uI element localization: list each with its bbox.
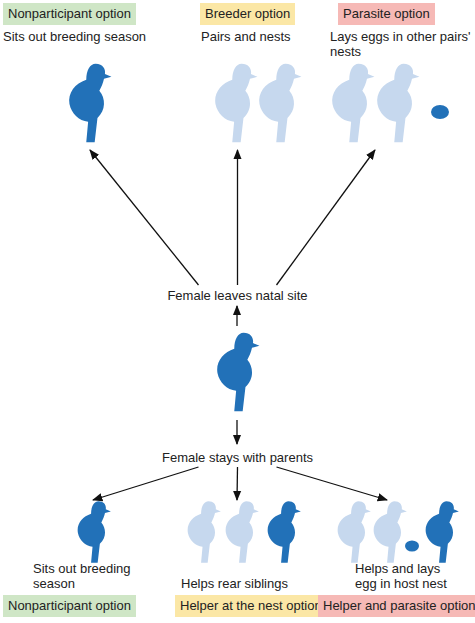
option-description: Helps and lays egg in host nest — [355, 561, 465, 591]
arrow — [236, 420, 237, 444]
female-bird — [69, 64, 111, 142]
option-panel: Sits out breeding seasonNonparticipant o… — [0, 500, 150, 623]
pair-bird — [259, 64, 301, 142]
decision-text: Female leaves natal site — [140, 285, 335, 305]
option-description: Helps rear siblings — [181, 576, 288, 591]
host-bird — [374, 501, 407, 563]
option-label: Nonparticipant option — [3, 3, 136, 25]
option-description: Sits out breeding season — [3, 29, 146, 44]
parent-bird — [188, 501, 221, 563]
step-text: Female stays with parents — [140, 450, 335, 465]
option-label: Helper at the nest option — [175, 595, 327, 617]
option-panel: Nonparticipant optionSits out breeding s… — [0, 0, 150, 150]
host-bird — [338, 501, 371, 563]
option-label: Parasite option — [338, 3, 435, 25]
arrow-connector — [277, 467, 388, 500]
pair-bird — [215, 64, 257, 142]
option-label: Helper and parasite option — [318, 595, 475, 617]
decision-text: Female stays with parents — [140, 447, 335, 467]
female-bird — [426, 501, 459, 563]
arrow-connector — [93, 467, 199, 500]
arrow-connector — [277, 150, 375, 285]
option-description: Sits out breeding season — [33, 561, 150, 591]
option-panel: Helps rear siblingsHelper at the nest op… — [165, 500, 315, 623]
arrow-connector — [90, 150, 199, 285]
parent-bird — [226, 501, 259, 563]
female-bird — [217, 333, 259, 411]
egg — [405, 541, 419, 552]
option-description: Pairs and nests — [201, 29, 291, 44]
option-label: Nonparticipant option — [3, 595, 136, 617]
option-label: Breeder option — [200, 3, 295, 25]
female-bird — [268, 501, 301, 563]
female-bird — [78, 501, 111, 563]
egg — [431, 105, 449, 119]
arrow-connector — [236, 467, 238, 500]
option-panel: Helps and lays egg in host nestHelper an… — [315, 500, 475, 623]
host-bird — [377, 64, 419, 142]
option-panel: Breeder optionPairs and nests — [195, 0, 320, 150]
host-bird — [332, 64, 374, 142]
step-text: Female leaves natal site — [140, 288, 335, 303]
arrow-connector — [237, 150, 238, 285]
option-description: Lays eggs in other pairs' nests — [330, 29, 475, 59]
option-panel: Parasite optionLays eggs in other pairs'… — [330, 0, 475, 150]
arrow — [236, 306, 237, 326]
